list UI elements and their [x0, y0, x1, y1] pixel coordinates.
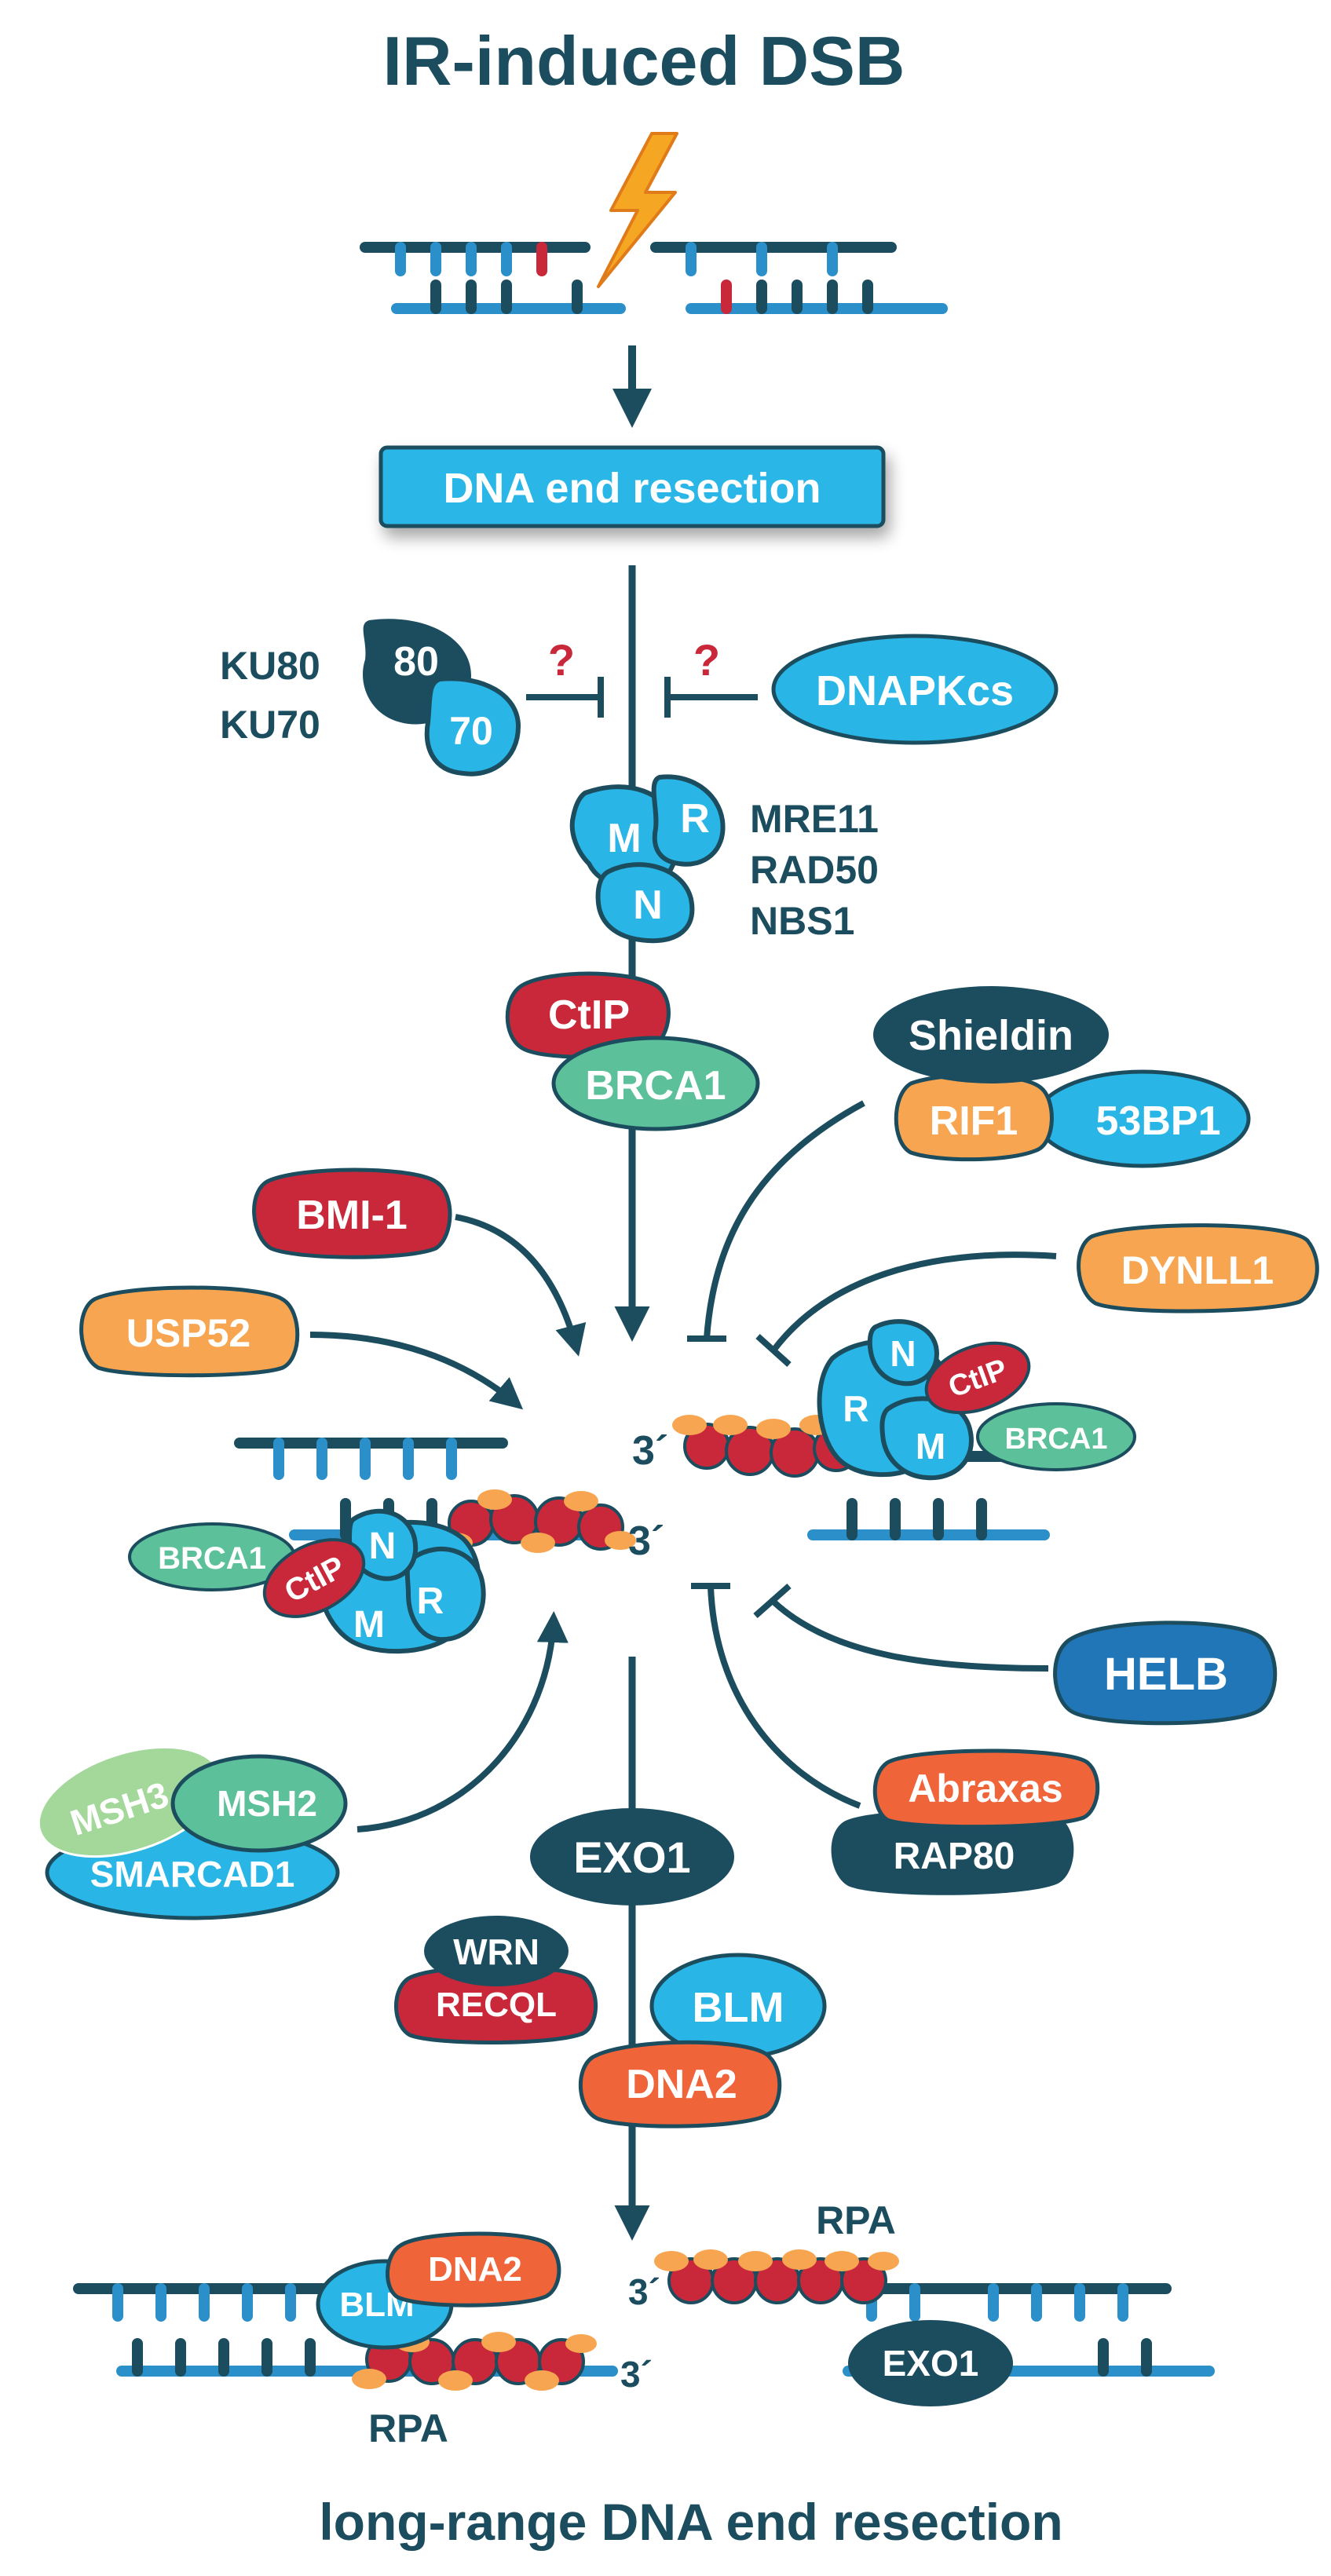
three-prime-bottom-left: 3´ [620, 2354, 653, 2395]
ku-question-mark: ? [548, 635, 575, 685]
exo1-bottom-blob [848, 2320, 1013, 2406]
brca1-left-label: BRCA1 [158, 1541, 266, 1576]
exo1-mid-label: EXO1 [573, 1832, 690, 1882]
lightning-bolt-icon [597, 132, 678, 288]
wrn-blob [424, 1916, 569, 1986]
rap80-label: RAP80 [894, 1836, 1015, 1877]
mrn-left-m-label: M [353, 1604, 385, 1646]
dna2-mid-blob [578, 2040, 782, 2128]
dna-bottom-left [73, 2283, 618, 2391]
53bp1-inhibition-line [704, 1100, 865, 1339]
dnapkcs-blob [771, 634, 1059, 745]
mrn-top-r-label: R [680, 796, 710, 842]
mrn-complex-top [569, 774, 726, 944]
abraxas-blob [872, 1748, 1100, 1829]
dna2-bottom-label: DNA2 [428, 2250, 522, 2289]
three-prime-right: 3´ [632, 1428, 668, 1474]
recql-label: RECQL [436, 1986, 557, 2024]
wrn-label: WRN [453, 1931, 539, 1972]
rap80-blob [831, 1810, 1074, 1895]
ctip-left-blob [262, 1538, 366, 1618]
mrn-right-r-label: R [843, 1388, 868, 1429]
rpa-bottom-right-label: RPA [816, 2198, 896, 2242]
three-prime-bottom-right: 3´ [628, 2271, 660, 2312]
mrn-complex-right [817, 1319, 974, 1481]
dna-bottom-right [654, 2249, 1215, 2377]
bmi1-label: BMI-1 [296, 1193, 408, 1238]
bmi1-blob [252, 1167, 452, 1259]
rif1-label: RIF1 [930, 1098, 1018, 1144]
brca1-right-label: BRCA1 [1005, 1423, 1108, 1456]
bmi1-arrow [455, 1214, 587, 1357]
msh2-label: MSH2 [217, 1783, 317, 1824]
nbs1-label: NBS1 [750, 899, 854, 943]
usp52-label: USP52 [126, 1311, 250, 1355]
dnapkcs-question-mark: ? [693, 635, 720, 685]
rpa-bottom-left-label: RPA [368, 2406, 448, 2450]
brca1-top-blob [551, 1036, 760, 1131]
resection-box-label: DNA end resection [443, 465, 821, 512]
usp52-blob [79, 1285, 300, 1378]
mrn-right-m-label: M [916, 1426, 945, 1467]
mrn-left-n-label: N [369, 1526, 397, 1567]
broken-dna-top [360, 242, 948, 314]
mrn-top-n-label: N [633, 882, 663, 928]
exo1-mid-blob [530, 1808, 734, 1906]
dna2-mid-label: DNA2 [626, 2062, 737, 2107]
ctip-right-blob [924, 1341, 1031, 1415]
ku80-subunit-label: 80 [393, 639, 439, 685]
brca1-right-blob [976, 1402, 1136, 1471]
shieldin-blob [873, 986, 1109, 1083]
diagram-title: IR-induced DSB [383, 22, 905, 100]
resection-box [378, 445, 886, 528]
mrn-left-r-label: R [417, 1580, 444, 1622]
helb-label: HELB [1104, 1649, 1228, 1700]
dna2-bottom-blob [386, 2231, 561, 2307]
rad50-label: RAD50 [750, 848, 879, 892]
mre11-label: MRE11 [750, 797, 879, 841]
helb-inhibition-line [771, 1599, 1049, 1672]
dnapkcs-label: DNAPKcs [816, 667, 1014, 714]
diagram-footer: long-range DNA end resection [319, 2493, 1062, 2551]
dynll1-blob [1077, 1223, 1319, 1314]
mrn-top-m-label: M [607, 816, 641, 861]
ku80-label: KU80 [220, 644, 320, 688]
blm-mid-label: BLM [693, 1984, 784, 2031]
smarcad1-arrow [357, 1611, 569, 1832]
usp52-arrow [309, 1332, 524, 1410]
helb-blob [1053, 1621, 1278, 1726]
three-prime-left: 3´ [628, 1518, 664, 1564]
shieldin-label: Shieldin [909, 1012, 1073, 1059]
msh2-blob [170, 1754, 348, 1853]
53bp1-label: 53BP1 [1096, 1098, 1221, 1144]
exo1-bottom-label: EXO1 [883, 2343, 979, 2384]
abraxas-inhibition-line [708, 1585, 861, 1809]
brca1-top-label: BRCA1 [585, 1063, 726, 1109]
smarcad1-label: SMARCAD1 [90, 1854, 295, 1895]
ctip-top-label: CtIP [548, 992, 630, 1038]
ku70-subunit-label: 70 [449, 709, 493, 753]
ku70-label: KU70 [220, 703, 320, 747]
dynll1-label: DYNLL1 [1121, 1248, 1274, 1292]
dynll1-inhibition-line [770, 1251, 1057, 1353]
abraxas-label: Abraxas [908, 1767, 1062, 1811]
mrn-right-n-label: N [890, 1333, 916, 1374]
ku-complex [363, 619, 521, 776]
